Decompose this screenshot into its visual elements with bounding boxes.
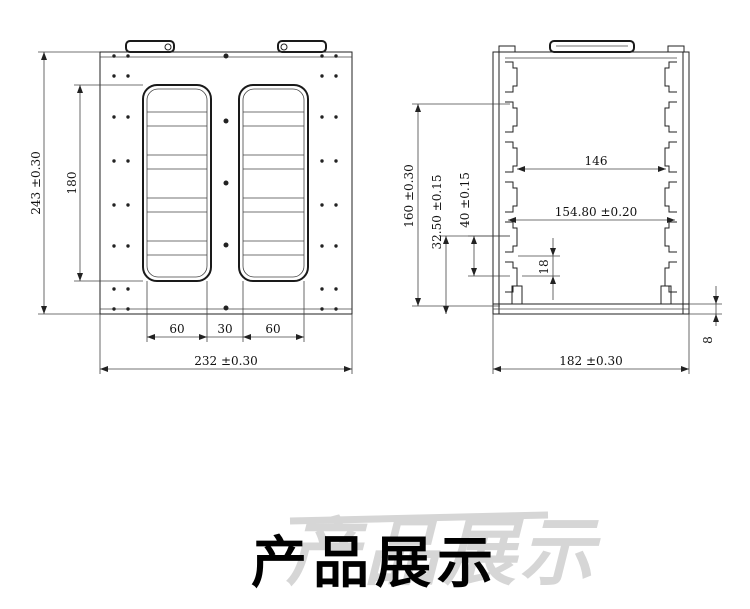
dim-slot-height: 160 ±0.30 bbox=[402, 103, 510, 307]
mounting-hole bbox=[126, 244, 130, 248]
slot-rail bbox=[505, 61, 518, 93]
front-view: 243 ±0.30 180 60 30 60 bbox=[29, 40, 353, 374]
center-hole bbox=[223, 53, 229, 59]
label-window-height: 180 bbox=[65, 172, 79, 195]
slot-rail bbox=[505, 181, 518, 213]
mounting-hole bbox=[320, 159, 324, 163]
label-side-width: 182 ±0.30 bbox=[559, 354, 623, 368]
side-frame-outline bbox=[492, 51, 690, 315]
mounting-hole bbox=[334, 54, 338, 58]
mounting-hole bbox=[320, 203, 324, 207]
slot-rail bbox=[505, 101, 518, 133]
dim-slot-pitch: 40 ±0.15 bbox=[458, 172, 510, 277]
mounting-hole bbox=[126, 159, 130, 163]
label-inner-width: 146 bbox=[585, 154, 608, 168]
front-window-left bbox=[142, 84, 212, 282]
mounting-hole bbox=[320, 115, 324, 119]
mounting-hole bbox=[334, 287, 338, 291]
mounting-hole bbox=[334, 244, 338, 248]
slot-rail bbox=[664, 261, 677, 293]
label-front-height: 243 ±0.30 bbox=[29, 151, 43, 215]
side-handle bbox=[549, 40, 635, 53]
side-top-lip-left bbox=[498, 45, 516, 53]
dim-front-height: 243 ±0.30 bbox=[29, 51, 100, 315]
mounting-hole bbox=[112, 287, 116, 291]
label-window-gap: 30 bbox=[217, 322, 232, 336]
label-slot-height: 160 ±0.30 bbox=[402, 164, 416, 228]
side-view: 160 ±0.30 32.50 ±0.15 40 ±0.15 146 bbox=[402, 40, 722, 374]
mounting-hole bbox=[320, 307, 324, 311]
label-base-height: 8 bbox=[701, 336, 715, 344]
label-window-width-left: 60 bbox=[169, 322, 184, 336]
center-hole bbox=[223, 242, 229, 248]
mounting-hole bbox=[112, 307, 116, 311]
side-slot-rails bbox=[505, 61, 677, 293]
mounting-hole bbox=[126, 54, 130, 58]
heading-watermark: 产品展示 bbox=[286, 510, 601, 596]
mounting-hole bbox=[126, 115, 130, 119]
mounting-hole bbox=[126, 74, 130, 78]
label-foot-height: 18 bbox=[537, 259, 551, 274]
center-hole bbox=[223, 305, 229, 311]
slot-rail bbox=[664, 61, 677, 93]
label-bottom-offset: 32.50 ±0.15 bbox=[430, 175, 444, 250]
center-hole bbox=[223, 118, 229, 124]
mounting-hole bbox=[320, 54, 324, 58]
label-rail-width: 154.80 ±0.20 bbox=[555, 205, 638, 219]
mounting-hole bbox=[126, 287, 130, 291]
slot-rail bbox=[505, 261, 518, 293]
dim-window-height: 180 bbox=[65, 84, 143, 282]
front-body-outline bbox=[99, 51, 353, 315]
mounting-hole bbox=[334, 74, 338, 78]
slot-rail bbox=[664, 181, 677, 213]
side-foot-left bbox=[511, 285, 523, 305]
mounting-hole bbox=[112, 203, 116, 207]
mounting-hole bbox=[320, 74, 324, 78]
side-foot-right bbox=[660, 285, 672, 305]
dim-base-height: 8 bbox=[689, 286, 722, 344]
front-handle-right bbox=[277, 40, 327, 53]
label-front-width: 232 ±0.30 bbox=[194, 354, 258, 368]
dim-inner-width: 146 bbox=[517, 154, 666, 172]
slot-rail bbox=[505, 221, 518, 253]
mounting-hole bbox=[334, 307, 338, 311]
slot-rail bbox=[505, 141, 518, 173]
mounting-hole bbox=[112, 159, 116, 163]
slot-rail bbox=[664, 101, 677, 133]
heading-watermark-stroke bbox=[289, 511, 549, 525]
front-window-right bbox=[238, 84, 309, 282]
front-mounting-holes bbox=[112, 53, 338, 311]
dim-window-widths: 60 30 60 bbox=[146, 281, 305, 342]
slot-rail bbox=[664, 141, 677, 173]
mounting-hole bbox=[112, 54, 116, 58]
mounting-hole bbox=[320, 244, 324, 248]
mounting-hole bbox=[112, 74, 116, 78]
dim-foot-height: 18 bbox=[518, 238, 560, 300]
label-window-width-right: 60 bbox=[265, 322, 280, 336]
dim-front-width: 232 ±0.30 bbox=[99, 314, 353, 374]
mounting-hole bbox=[334, 159, 338, 163]
front-handle-left bbox=[125, 40, 175, 53]
page-heading: 产品展示 bbox=[251, 531, 499, 596]
center-hole bbox=[223, 180, 229, 186]
mounting-hole bbox=[112, 244, 116, 248]
dim-side-width: 182 ±0.30 bbox=[492, 314, 690, 374]
label-slot-pitch: 40 ±0.15 bbox=[458, 172, 472, 228]
mounting-hole bbox=[126, 203, 130, 207]
side-top-lip-right bbox=[667, 45, 685, 53]
slot-rail bbox=[664, 221, 677, 253]
mounting-hole bbox=[126, 307, 130, 311]
mounting-hole bbox=[334, 203, 338, 207]
mounting-hole bbox=[320, 287, 324, 291]
mounting-hole bbox=[334, 115, 338, 119]
mounting-hole bbox=[112, 115, 116, 119]
dim-rail-width: 154.80 ±0.20 bbox=[508, 205, 675, 223]
